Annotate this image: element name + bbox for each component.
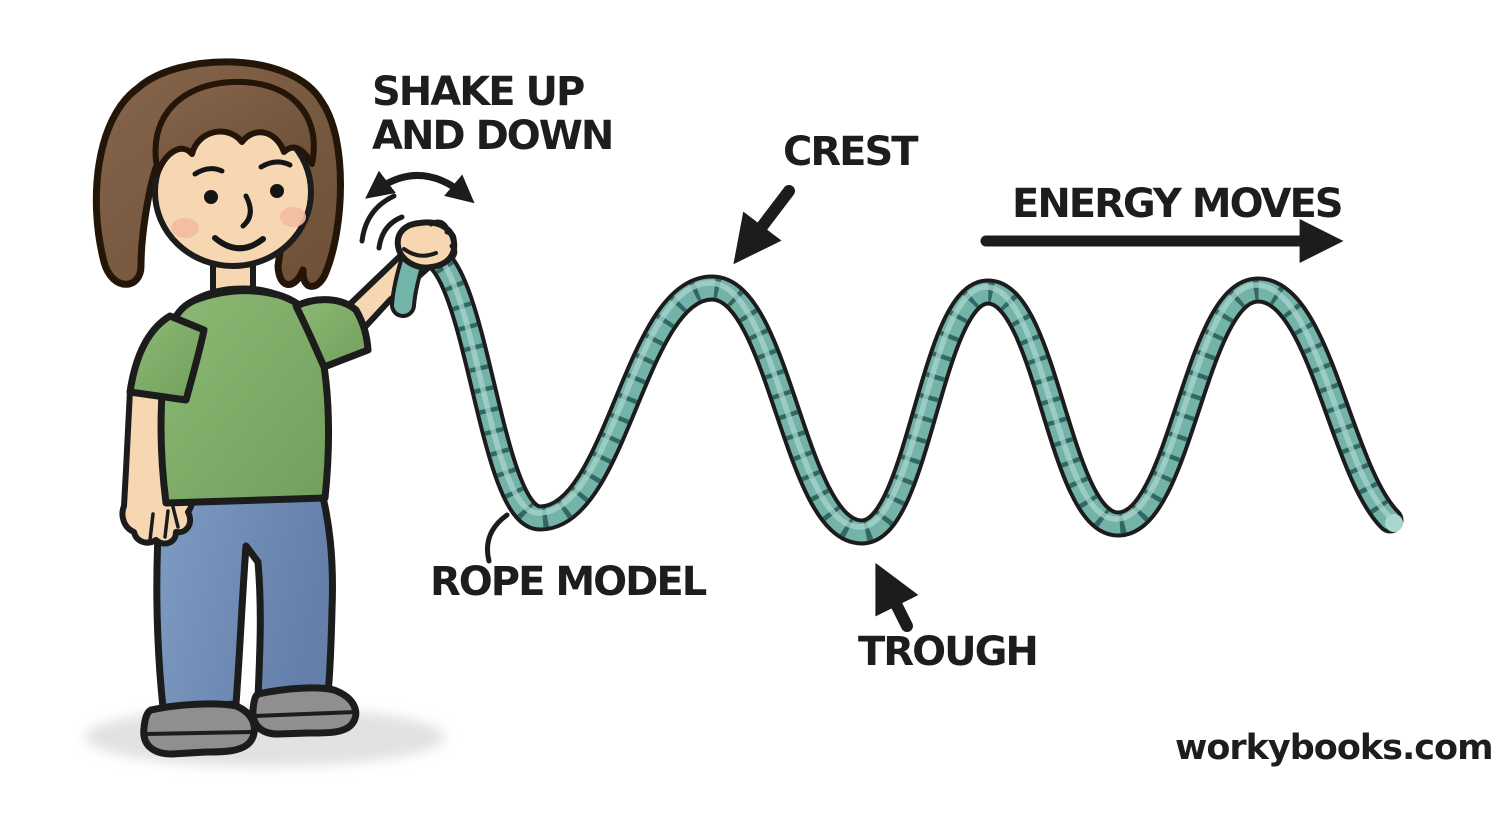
girl-fist bbox=[394, 219, 458, 271]
girl-shirt-sleeve-right bbox=[292, 296, 372, 371]
girl-shirt-sleeve-left bbox=[126, 312, 208, 404]
rope-twist-stripes bbox=[423, 244, 1398, 542]
girl-figure bbox=[92, 58, 433, 758]
shake-label-line1: SHAKE UP bbox=[372, 69, 585, 115]
rope-end-tip bbox=[1385, 514, 1403, 532]
girl-shoe-left bbox=[140, 700, 258, 758]
rope-wave bbox=[390, 240, 1404, 546]
rope-highlight bbox=[421, 246, 1391, 530]
girl-fist-knuckles bbox=[428, 219, 458, 260]
girl-eyebrow-right bbox=[258, 159, 293, 170]
girl-left-hand-fingers bbox=[148, 505, 180, 542]
shake-label-line2: AND DOWN bbox=[372, 113, 614, 159]
girl-shoe-left-sole bbox=[144, 730, 254, 736]
crest-arrow-icon bbox=[733, 185, 795, 265]
girl-cheek-left bbox=[171, 218, 199, 238]
girl-cheek-right bbox=[280, 207, 306, 227]
girl-fist-thumb bbox=[402, 247, 438, 258]
girl-shoe-right-sole bbox=[252, 710, 358, 718]
girl-nose bbox=[240, 193, 253, 229]
girl-shirt-collar bbox=[191, 288, 279, 304]
girl-mouth bbox=[212, 235, 266, 252]
watermark-text: workybooks.com bbox=[1175, 728, 1494, 768]
girl-hair-bangs bbox=[152, 78, 317, 175]
trough-label: TROUGH bbox=[858, 629, 1039, 675]
rope-model-label: ROPE MODEL bbox=[430, 559, 707, 605]
girl-eyebrow-left bbox=[192, 166, 225, 177]
shake-up-and-down-label: SHAKE UP AND DOWN bbox=[372, 69, 614, 159]
girl-jeans bbox=[153, 473, 336, 712]
energy-moves-label: ENERGY MOVES bbox=[1012, 181, 1344, 227]
girl-eye-right bbox=[270, 184, 284, 198]
girl-eye-left bbox=[204, 190, 218, 204]
trough-arrow-icon bbox=[875, 562, 919, 632]
girl-shoe-right bbox=[249, 684, 360, 738]
crest-label: CREST bbox=[783, 129, 919, 175]
annotation-arrows bbox=[365, 170, 1344, 632]
rope-model-pointer bbox=[485, 512, 510, 564]
shake-arrow-icon bbox=[365, 170, 475, 204]
